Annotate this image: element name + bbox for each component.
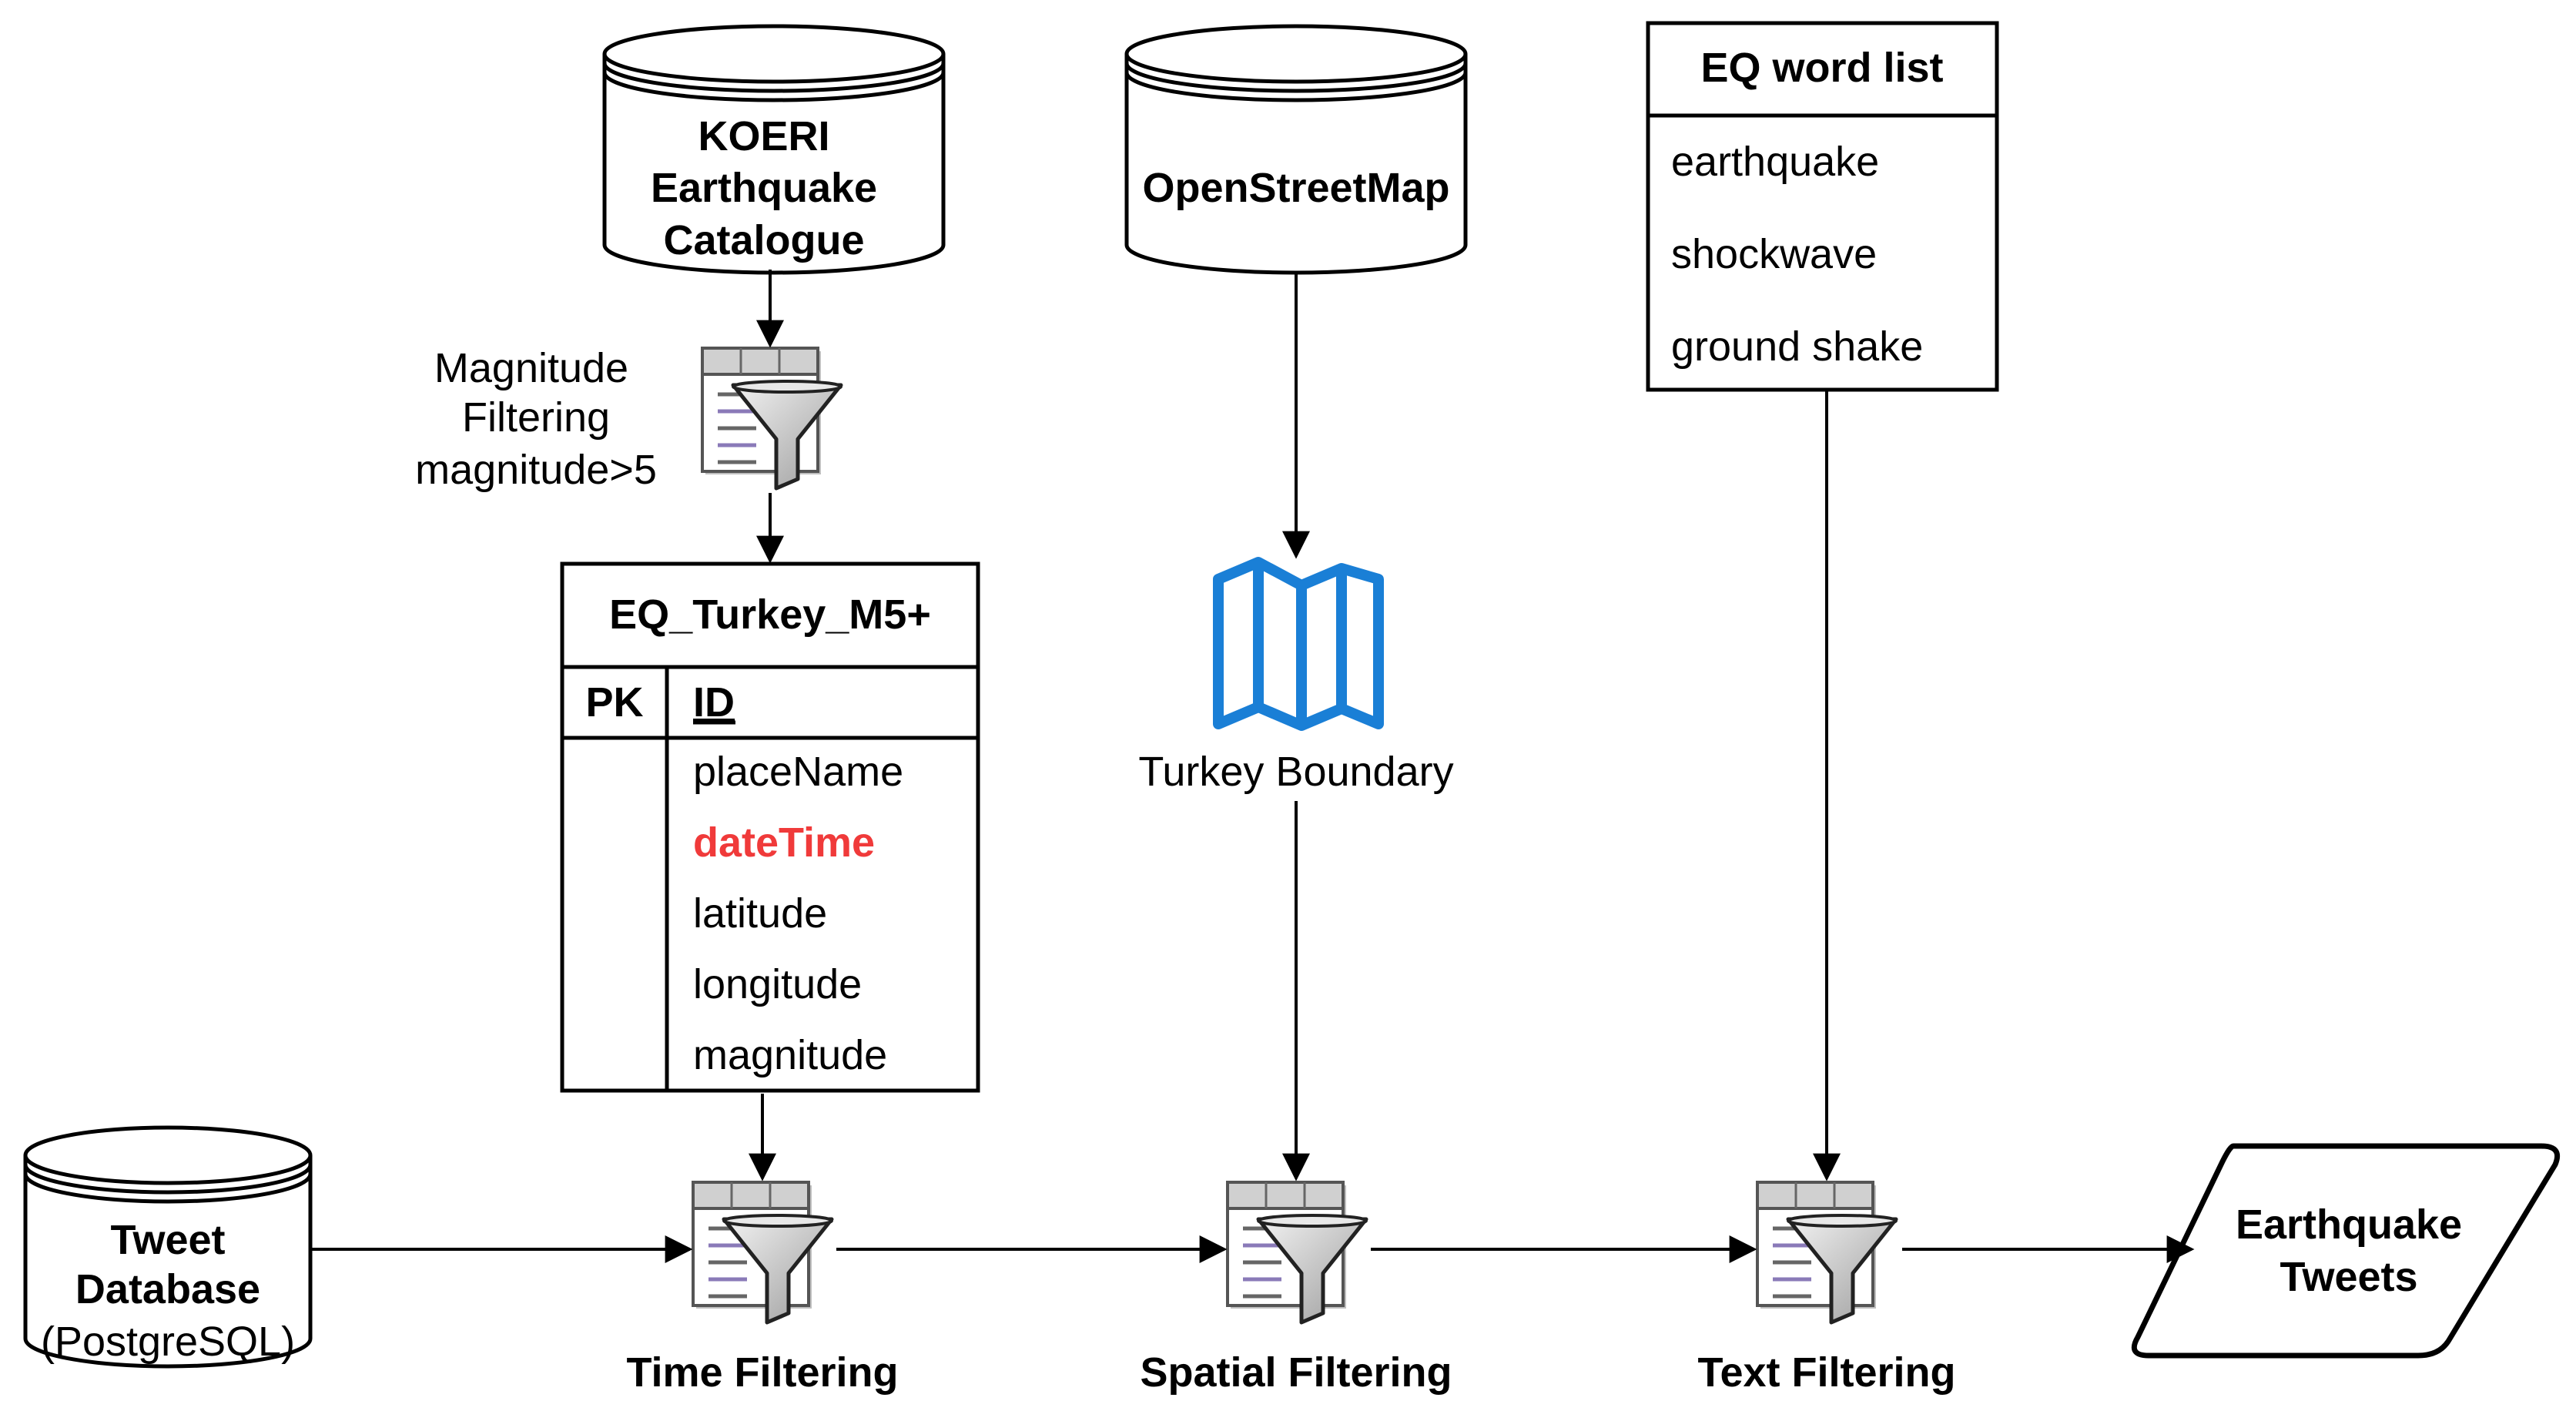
koeri-label-line1: KOERI — [698, 113, 829, 159]
pk-label: PK — [585, 679, 643, 726]
table-title: EQ_Turkey_M5+ — [609, 592, 931, 638]
funnel-filter-icon — [693, 1182, 832, 1322]
map-label: Turkey Boundary — [1138, 749, 1453, 795]
tweet-db-label-line2: Database — [75, 1266, 260, 1312]
table-field-highlighted: dateTime — [693, 819, 875, 866]
openstreetmap-database: OpenStreetMap — [1124, 24, 1468, 275]
koeri-label-line2: Earthquake — [651, 165, 877, 211]
funnel-filter-icon — [1757, 1182, 1896, 1322]
time-filter-label: Time Filtering — [626, 1349, 898, 1396]
table-field: longitude — [693, 961, 862, 1007]
koeri-database: KOERI Earthquake Catalogue — [602, 24, 946, 275]
map-icon — [1213, 557, 1384, 731]
koeri-label-line3: Catalogue — [663, 217, 864, 263]
eq-turkey-table: EQ_Turkey_M5+ PK ID placeName dateTime l… — [560, 561, 980, 1093]
funnel-filter-icon — [1228, 1182, 1366, 1322]
magnitude-filter-label-line1: Magnitude — [434, 345, 628, 391]
time-filter: Time Filtering — [626, 1182, 899, 1396]
table-field: magnitude — [693, 1032, 887, 1078]
word-list-item: earthquake — [1671, 139, 1879, 185]
spatial-filter: Spatial Filtering — [1140, 1182, 1452, 1396]
osm-label: OpenStreetMap — [1142, 165, 1449, 211]
pk-field: ID — [693, 679, 735, 726]
text-filter-label: Text Filtering — [1697, 1349, 1955, 1396]
magnitude-filter-label-line2: Filtering — [462, 394, 610, 441]
magnitude-filter: Magnitude Filtering magnitude>5 — [415, 345, 841, 493]
funnel-filter-icon — [702, 348, 841, 488]
table-field: placeName — [693, 749, 903, 795]
output-label-line2: Tweets — [2280, 1254, 2417, 1300]
output-label-line1: Earthquake — [2236, 1202, 2462, 1248]
spatial-filter-label: Spatial Filtering — [1140, 1349, 1452, 1396]
text-filter: Text Filtering — [1697, 1182, 1956, 1396]
eq-word-list-box: EQ word list earthquake shockwave ground… — [1646, 21, 1999, 392]
earthquake-tweets-output: Earthquake Tweets — [2131, 1143, 2561, 1359]
word-list-item: shockwave — [1671, 231, 1877, 277]
tweet-db-label-line1: Tweet — [110, 1217, 225, 1263]
word-list-item: ground shake — [1671, 323, 1923, 370]
connectors — [310, 270, 2195, 1263]
magnitude-filter-label-line3: magnitude>5 — [415, 447, 657, 493]
turkey-boundary: Turkey Boundary — [1138, 557, 1454, 795]
table-field: latitude — [693, 890, 827, 937]
tweet-db-label-line3: (PostgreSQL) — [41, 1319, 295, 1365]
word-list-title: EQ word list — [1700, 45, 1943, 91]
tweet-database: Tweet Database (PostgreSQL) — [23, 1125, 313, 1369]
